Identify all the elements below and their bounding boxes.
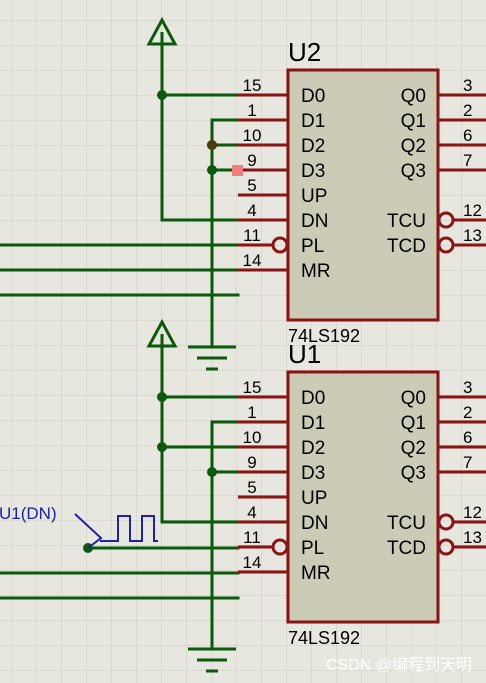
pin-label: Q1 <box>401 413 426 434</box>
pulse-generator-symbol[interactable] <box>74 513 158 549</box>
pin-number: 5 <box>247 478 256 497</box>
pin-number: 10 <box>243 126 262 145</box>
pin-number: 2 <box>463 101 472 120</box>
pin-label: Q2 <box>401 438 426 459</box>
chip-body[interactable] <box>286 370 440 624</box>
pin-label: UP <box>301 488 327 509</box>
pin-number: 15 <box>243 378 262 397</box>
pin-number: 6 <box>463 428 472 447</box>
pin-label: TCD <box>387 538 426 559</box>
pin-label: TCD <box>387 236 426 257</box>
pin-label: D1 <box>301 111 325 132</box>
inversion-bubble-icon <box>437 538 455 556</box>
pin-label: MR <box>301 563 331 584</box>
chip-body[interactable] <box>286 68 440 322</box>
symbols <box>146 16 236 673</box>
pin-label: Q3 <box>401 463 426 484</box>
inversion-bubble-icon <box>271 538 289 556</box>
junction-dot <box>157 90 167 100</box>
pin-label: Q2 <box>401 136 426 157</box>
pin-number: 14 <box>243 251 262 270</box>
pin-number: 4 <box>247 201 256 220</box>
pin-number: 12 <box>463 503 482 522</box>
pin-number: 13 <box>463 226 482 245</box>
inversion-bubble-icon <box>437 513 455 531</box>
pin-label: Q0 <box>401 86 426 107</box>
wires <box>0 43 240 649</box>
junction-dot <box>207 140 217 150</box>
pin-label: DN <box>301 513 328 534</box>
pin-label: D1 <box>301 413 325 434</box>
pin-number: 7 <box>463 453 472 472</box>
pin-number: 3 <box>463 378 472 397</box>
watermark-text: CSDN @编程到天明 <box>326 656 472 674</box>
u1-ground-icon[interactable] <box>188 647 236 673</box>
pin-number: 15 <box>243 76 262 95</box>
generator-label: U1(DN) <box>0 504 57 523</box>
chip-part-label: 74LS192 <box>288 326 360 346</box>
chips: U274LS19215D01D110D29D35UP4DN11PL14MR3Q0… <box>238 37 486 648</box>
pin-number: 1 <box>247 101 256 120</box>
pin-number: 9 <box>247 453 256 472</box>
junction-dot <box>207 165 217 175</box>
pin-number: 9 <box>247 151 256 170</box>
chip-ref-label: U1 <box>288 339 321 369</box>
pin-label: D2 <box>301 136 325 157</box>
pin-number: 14 <box>243 553 262 572</box>
inversion-bubble-icon <box>271 236 289 254</box>
pin-label: D2 <box>301 438 325 459</box>
pin-label: DN <box>301 211 328 232</box>
pin-number: 1 <box>247 403 256 422</box>
pulse-generator[interactable]: U1(DN) <box>0 504 158 549</box>
pin-label: PL <box>301 236 324 257</box>
u1-power-arrow-icon[interactable] <box>146 318 178 348</box>
pin-label: PL <box>301 538 324 559</box>
pin-number: 7 <box>463 151 472 170</box>
pin-number: 5 <box>247 176 256 195</box>
pin-number: 10 <box>243 428 262 447</box>
junction-dot <box>157 392 167 402</box>
u2-power-arrow-icon[interactable] <box>146 16 178 46</box>
pin-number: 4 <box>247 503 256 522</box>
pin-number: 3 <box>463 76 472 95</box>
pin-number: 12 <box>463 201 482 220</box>
pin-label: Q0 <box>401 388 426 409</box>
pin-number: 6 <box>463 126 472 145</box>
chip-part-label: 74LS192 <box>288 628 360 648</box>
u2-ground-icon[interactable] <box>188 345 236 371</box>
pin-label: TCU <box>387 211 426 232</box>
pin-number: 11 <box>243 528 261 547</box>
pin-number: 2 <box>463 403 472 422</box>
selection-marker <box>232 165 243 176</box>
pin-number: 13 <box>463 528 482 547</box>
junctions <box>83 90 217 553</box>
pin-label: D0 <box>301 86 325 107</box>
inversion-bubble-icon <box>437 211 455 229</box>
junction-dot <box>157 442 167 452</box>
pin-label: TCU <box>387 513 426 534</box>
pin-label: UP <box>301 186 327 207</box>
pin-label: Q1 <box>401 111 426 132</box>
pin-label: D3 <box>301 463 325 484</box>
inversion-bubble-icon <box>437 236 455 254</box>
chip-ref-label: U2 <box>288 37 321 67</box>
pin-label: D3 <box>301 161 325 182</box>
pin-label: D0 <box>301 388 325 409</box>
pin-number: 11 <box>243 226 261 245</box>
junction-dot <box>207 467 217 477</box>
pin-label: MR <box>301 261 331 282</box>
pin-label: Q3 <box>401 161 426 182</box>
